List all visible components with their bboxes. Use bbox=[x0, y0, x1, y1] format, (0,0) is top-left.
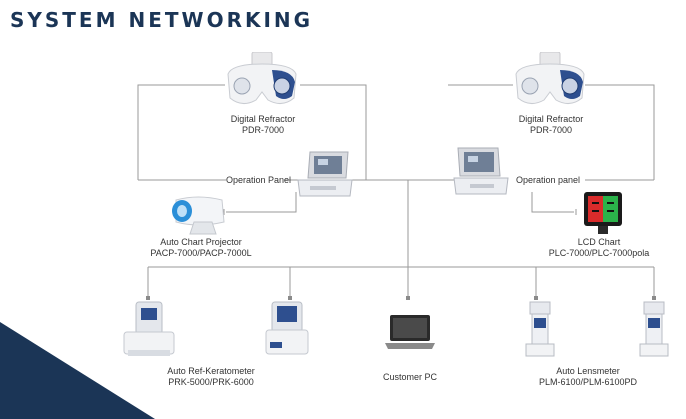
refractor-right-label: Digital Refractor PDR-7000 bbox=[496, 114, 606, 136]
lcd-chart-model: PLC-7000/PLC-7000pola bbox=[548, 248, 650, 258]
refractor-left-name: Digital Refractor bbox=[230, 114, 296, 124]
refractor-right-model: PDR-7000 bbox=[529, 125, 573, 135]
lcd-chart-name: LCD Chart bbox=[577, 237, 621, 247]
customer-pc-label: Customer PC bbox=[382, 372, 437, 382]
ref-keratometer-label: Auto Ref-Keratometer PRK-5000/PRK-6000 bbox=[156, 366, 266, 388]
operation-panel-left-label: Operation Panel bbox=[226, 175, 292, 186]
refractor-left-model: PDR-7000 bbox=[241, 125, 285, 135]
refractor-right-icon bbox=[515, 52, 585, 104]
chart-projector-label: Auto Chart Projector PACP-7000/PACP-7000… bbox=[136, 237, 266, 259]
customer-pc-icon bbox=[385, 315, 435, 349]
ref-keratometer-1-icon bbox=[123, 301, 175, 356]
lcd-chart-label: LCD Chart PLC-7000/PLC-7000pola bbox=[540, 237, 658, 259]
ref-keratometer-2-icon bbox=[265, 301, 309, 355]
operation-panel-left-icon bbox=[297, 151, 353, 197]
page-title: SYSTEM NETWORKING bbox=[10, 8, 314, 32]
lensmeter-label: Auto Lensmeter PLM-6100/PLM-6100PD bbox=[528, 366, 648, 388]
operation-panel-right-icon bbox=[453, 147, 509, 195]
lensmeter-1-icon bbox=[525, 301, 555, 357]
operation-panel-right-label: Operation panel bbox=[512, 175, 584, 186]
chart-projector-model: PACP-7000/PACP-7000L bbox=[150, 248, 252, 258]
ref-keratometer-model: PRK-5000/PRK-6000 bbox=[168, 377, 254, 387]
lensmeter-2-icon bbox=[639, 301, 669, 357]
refractor-left-label: Digital Refractor PDR-7000 bbox=[208, 114, 318, 136]
refractor-right-name: Digital Refractor bbox=[518, 114, 584, 124]
chart-projector-icon bbox=[172, 196, 225, 235]
chart-projector-name: Auto Chart Projector bbox=[160, 237, 242, 247]
lcd-chart-icon bbox=[584, 192, 622, 234]
ref-keratometer-name: Auto Ref-Keratometer bbox=[167, 366, 255, 376]
refractor-left-icon bbox=[227, 52, 297, 104]
lensmeter-model: PLM-6100/PLM-6100PD bbox=[538, 377, 638, 387]
lensmeter-name: Auto Lensmeter bbox=[556, 366, 620, 376]
